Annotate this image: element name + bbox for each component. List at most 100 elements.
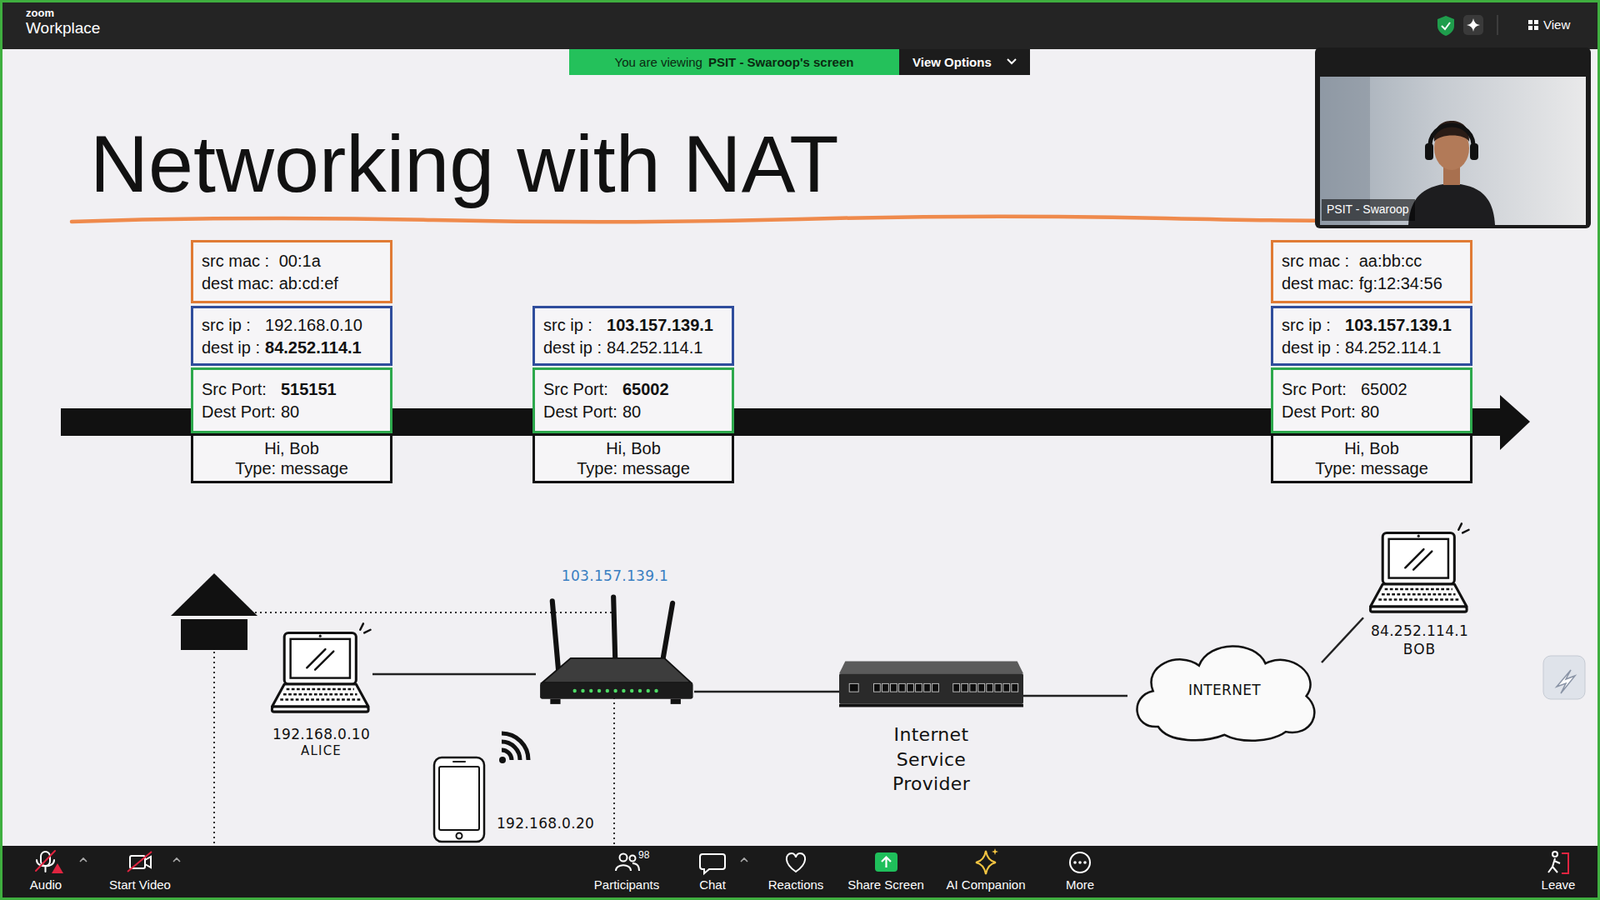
security-shield-icon bbox=[1437, 15, 1455, 36]
view-grid-icon bbox=[1528, 25, 1533, 30]
field-name: Dest Port: bbox=[543, 401, 618, 422]
field-name: src mac : bbox=[201, 250, 275, 271]
router-icon bbox=[638, 689, 642, 693]
laptop-icon bbox=[1417, 535, 1420, 538]
more-icon bbox=[1078, 860, 1082, 865]
speaker-video bbox=[1470, 143, 1479, 160]
ai-companion-icon bbox=[991, 848, 999, 855]
toolbar-label: Audio bbox=[30, 877, 62, 893]
device-label: INTERNET bbox=[1188, 680, 1261, 700]
toolbar-label: Participants bbox=[594, 877, 660, 893]
participants-icon bbox=[615, 865, 631, 871]
switch-icon bbox=[995, 683, 1002, 692]
switch-icon bbox=[874, 683, 881, 692]
payload-text: Hi, Bob bbox=[1344, 438, 1400, 459]
switch-icon bbox=[932, 683, 940, 692]
laptop-icon bbox=[290, 639, 350, 679]
router-icon bbox=[540, 682, 693, 700]
floating-annotate-button bbox=[1543, 655, 1585, 700]
field-name: dest ip : bbox=[543, 337, 602, 358]
switch-icon bbox=[1011, 683, 1019, 692]
payload-text: Type: message bbox=[235, 458, 349, 479]
view-grid-icon bbox=[1528, 20, 1539, 30]
leave-icon bbox=[1552, 851, 1558, 857]
speaker-video bbox=[1315, 47, 1591, 229]
timeline-arrow bbox=[1500, 395, 1530, 450]
zoom-top-bar bbox=[0, 0, 1600, 50]
share-screen-icon bbox=[875, 852, 898, 872]
laptop-device: 84.252.114.1BOB bbox=[1363, 522, 1476, 659]
router-icon bbox=[550, 699, 560, 705]
phone-icon bbox=[439, 766, 480, 830]
field-value: 65002 bbox=[622, 379, 670, 400]
wifi-icon bbox=[499, 756, 506, 764]
field-value: ab:cd:ef bbox=[279, 273, 339, 294]
router-icon bbox=[646, 689, 650, 693]
payload-box: Hi, BobType: message bbox=[532, 433, 735, 484]
participants-icon bbox=[615, 854, 640, 872]
more-icon bbox=[1073, 860, 1077, 865]
router-device: 103.157.139.1 bbox=[535, 566, 695, 710]
laptop-icon bbox=[1368, 522, 1471, 615]
laptop-icon bbox=[284, 632, 356, 685]
view-grid-icon bbox=[1528, 20, 1533, 25]
laptop-icon bbox=[270, 622, 373, 715]
switch-icon bbox=[890, 683, 898, 692]
ai-companion-icon bbox=[975, 848, 999, 875]
field-value: 192.168.0.10 bbox=[265, 315, 363, 335]
port-header-box: Src Port:65002Dest Port:80 bbox=[1270, 367, 1473, 434]
router-icon bbox=[605, 689, 610, 693]
payload-box: Hi, BobType: message bbox=[1270, 433, 1473, 484]
switch-icon bbox=[882, 683, 890, 692]
switch-icon bbox=[849, 683, 859, 692]
field-value: 80 bbox=[280, 401, 337, 422]
house-icon bbox=[180, 619, 248, 650]
app-name: Workplace bbox=[25, 19, 100, 39]
laptop-icon bbox=[306, 649, 334, 670]
field-name: src ip : bbox=[1281, 315, 1340, 335]
laptop-icon bbox=[1458, 523, 1469, 533]
laptop-device: 192.168.0.10ALICE bbox=[270, 622, 373, 760]
participants-icon bbox=[632, 863, 640, 871]
toolbar-label: Leave bbox=[1541, 877, 1576, 893]
device-label: 192.168.0.10 bbox=[272, 725, 370, 744]
more-icon bbox=[1070, 852, 1090, 873]
laptop-icon bbox=[280, 689, 360, 700]
toolbar-label: Chat bbox=[699, 877, 726, 893]
payload-text: Hi, Bob bbox=[605, 438, 661, 459]
field-value: 00:1a bbox=[279, 250, 339, 271]
switch-icon bbox=[978, 683, 985, 692]
ai-sparkle-icon bbox=[1466, 18, 1480, 32]
router-icon bbox=[670, 699, 681, 705]
network-link bbox=[1321, 617, 1364, 663]
switch-icon bbox=[907, 683, 915, 692]
laptop-icon bbox=[1370, 584, 1467, 607]
toolbar-label: Start Video bbox=[109, 877, 171, 893]
banner-text: PSIT - Swaroop's screen bbox=[708, 55, 854, 70]
mac-header-box: src mac :aa:bb:ccdest mac:fg:12:34:56 bbox=[1270, 240, 1473, 304]
floating-annotate-button bbox=[1543, 655, 1585, 700]
video-icon bbox=[127, 851, 152, 872]
slide-title: Networking with NAT bbox=[90, 123, 839, 205]
participant-name: PSIT - Swaroop bbox=[1326, 202, 1410, 217]
device-label: BOB bbox=[1403, 640, 1436, 659]
laptop-icon bbox=[360, 623, 370, 633]
field-name: src ip : bbox=[201, 315, 260, 335]
ai-companion-icon bbox=[975, 850, 996, 875]
field-name: Dest Port: bbox=[201, 401, 276, 422]
house-icon bbox=[170, 573, 258, 650]
phone-icon bbox=[431, 755, 487, 845]
wifi-icon bbox=[496, 724, 530, 766]
phone-icon bbox=[434, 757, 485, 842]
floating-annotate-button bbox=[1556, 670, 1575, 694]
router-icon bbox=[597, 689, 601, 693]
field-name: Dest Port: bbox=[1281, 401, 1356, 422]
field-name: dest mac: bbox=[201, 273, 275, 294]
chevron-icon bbox=[1007, 59, 1016, 64]
switch-icon bbox=[986, 683, 994, 692]
laptop-icon bbox=[1370, 606, 1467, 612]
ai-sparkle-icon bbox=[1463, 15, 1484, 35]
laptop-icon bbox=[1378, 589, 1459, 600]
viewing-banner bbox=[569, 49, 900, 75]
device-label: 84.252.114.1 bbox=[1370, 621, 1469, 640]
